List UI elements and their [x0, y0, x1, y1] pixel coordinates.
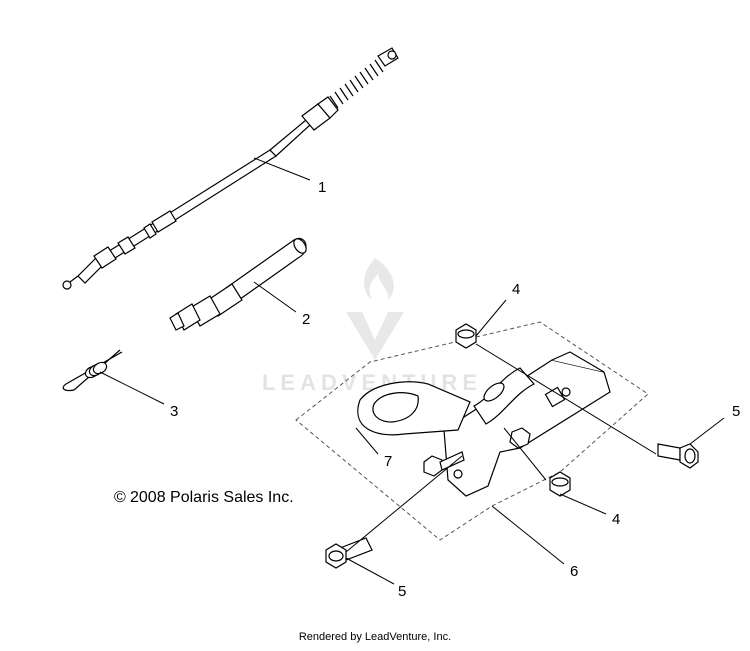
- part-1-cable[interactable]: [62, 47, 399, 290]
- copyright-text: 2008 Polaris Sales Inc.: [130, 489, 294, 506]
- callout-5-right: 5: [732, 403, 740, 420]
- callout-1: 1: [318, 179, 326, 196]
- part-6-bracket[interactable]: [443, 351, 611, 497]
- rendered-by-footer: Rendered by LeadVenture, Inc.: [299, 631, 451, 643]
- lever-nut: [509, 427, 531, 449]
- callout-5-lower: 5: [398, 583, 406, 600]
- callout-3: 3: [170, 403, 178, 420]
- callouts: 1 2 3 4 4 5 5 6 7: [170, 179, 740, 600]
- part-3-torsion-spring[interactable]: [62, 349, 123, 392]
- part-4-nut-lower[interactable]: [549, 471, 571, 497]
- leader-lines: [99, 157, 725, 585]
- cable-spring: [329, 59, 384, 109]
- part-5-bolt-right[interactable]: [657, 443, 699, 469]
- part-4-nut-upper[interactable]: [455, 323, 477, 349]
- part-7-shift-lever[interactable]: [357, 367, 535, 436]
- callout-7: 7: [384, 453, 392, 470]
- part-2-adjuster[interactable]: [169, 237, 309, 331]
- copyright-symbol: ©: [114, 489, 126, 506]
- assembly-boundary: [295, 321, 649, 541]
- copyright-notice: © 2008 Polaris Sales Inc.: [114, 489, 294, 506]
- callout-4-upper: 4: [512, 281, 520, 298]
- part-5-bolt-lower[interactable]: [325, 537, 373, 569]
- leadventure-flame-logo-icon: [346, 258, 404, 360]
- watermark: LEADVENTURE: [262, 258, 477, 395]
- callout-2: 2: [302, 311, 310, 328]
- callout-4-lower: 4: [612, 511, 620, 528]
- callout-6: 6: [570, 563, 578, 580]
- bracket-bolt: [423, 451, 465, 477]
